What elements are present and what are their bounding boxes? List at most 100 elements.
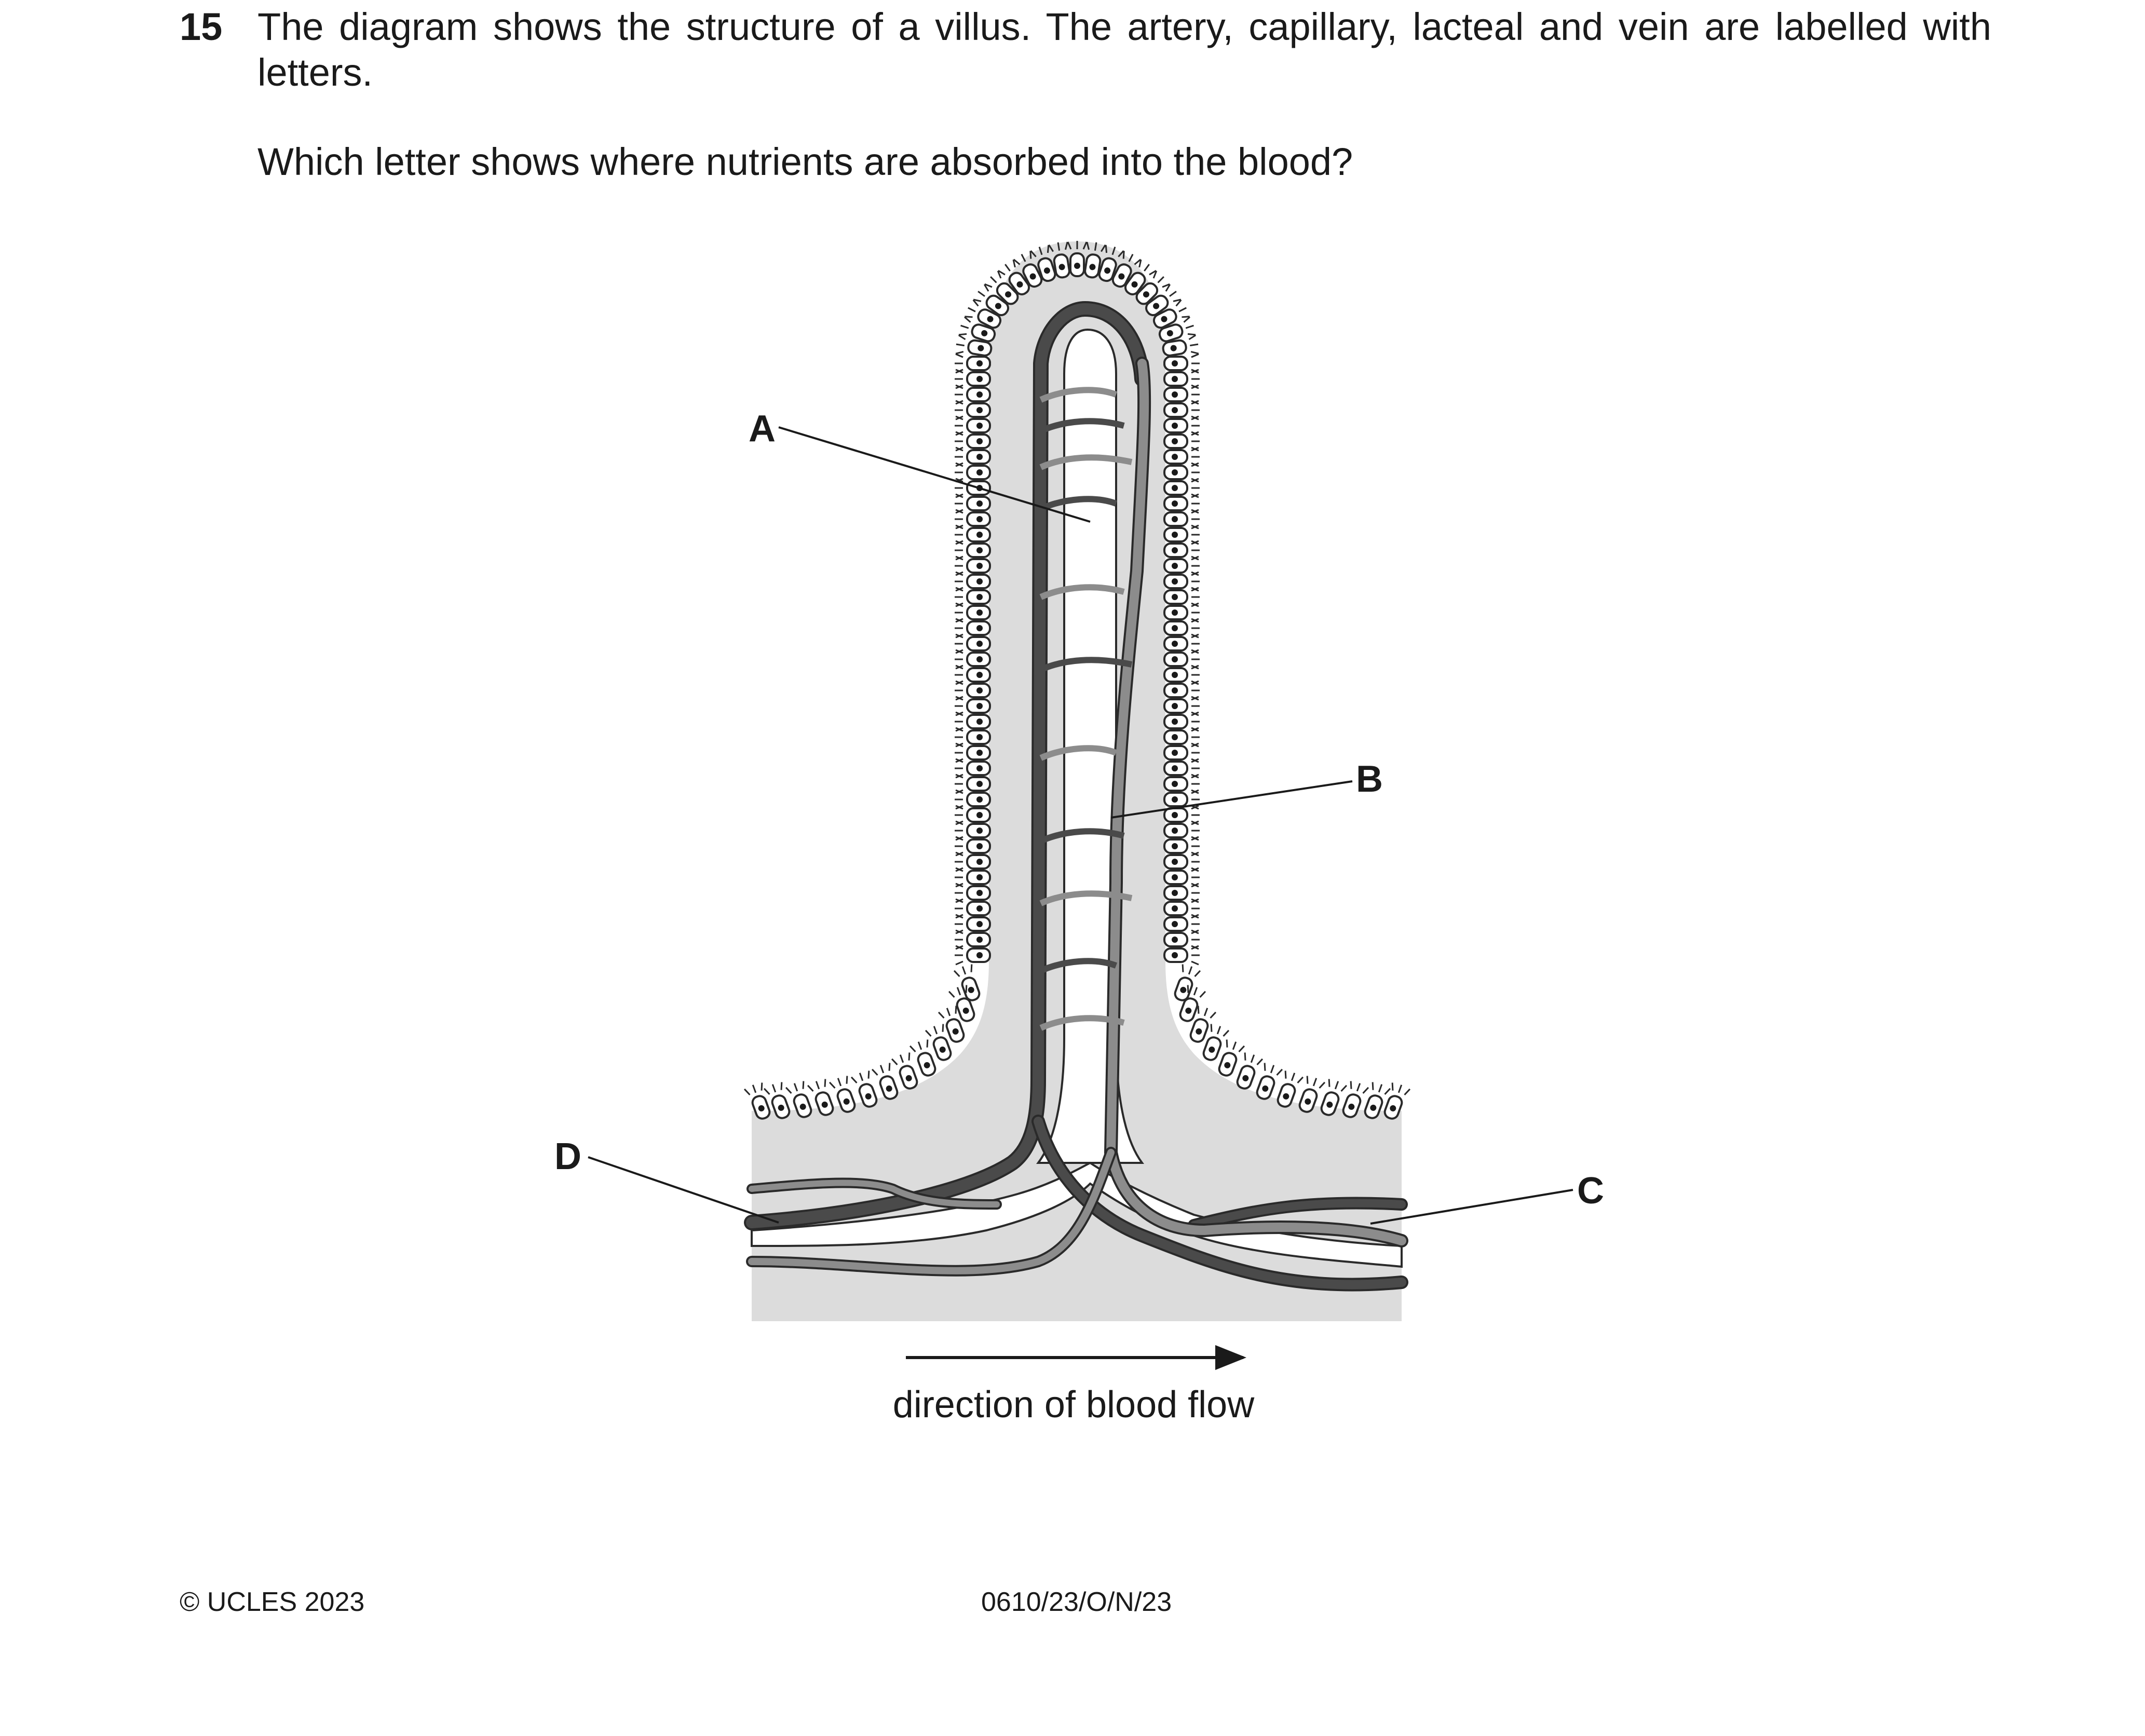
epithelial-cell <box>829 1076 856 1113</box>
epithelial-cell <box>1163 727 1200 748</box>
epithelial-cell <box>1163 353 1200 374</box>
epithelial-cell <box>955 696 991 716</box>
epithelial-cell <box>785 1081 812 1118</box>
capillary-rung <box>1039 890 1133 906</box>
epithelial-cell <box>1163 649 1200 670</box>
epithelial-cell <box>955 883 991 903</box>
epithelial-cell <box>955 851 991 872</box>
epithelial-cell <box>1364 1082 1391 1119</box>
epithelial-cell <box>955 742 991 763</box>
epithelial-cell <box>925 1024 952 1061</box>
epithelial-cell <box>1163 602 1200 623</box>
epithelial-cell <box>955 415 991 436</box>
epithelial-cell <box>973 284 1009 317</box>
epithelial-cell <box>955 400 991 421</box>
epithelial-cell <box>1048 241 1070 279</box>
capillary-rung <box>1039 958 1118 974</box>
epithelial-cell <box>1202 1024 1230 1061</box>
epithelial-cell <box>1067 241 1088 277</box>
epithelial-cell <box>1163 446 1200 467</box>
footer-paper-code: 0610/23/O/N/23 <box>981 1587 1172 1617</box>
epithelial-cell <box>1163 945 1200 966</box>
epithelial-cell <box>955 509 991 530</box>
epithelial-cell <box>871 1063 899 1100</box>
epithelial-cell <box>1163 540 1200 561</box>
label-A: A <box>749 408 776 450</box>
epithelial-cell <box>1256 1063 1283 1100</box>
epithelial-cell <box>998 259 1030 295</box>
epithelial-cell <box>1174 964 1201 1001</box>
epithelial-cell <box>955 758 991 779</box>
epithelial-cell <box>955 664 991 685</box>
epithelial-cell <box>743 1082 771 1120</box>
epithelial-cell <box>1111 251 1142 288</box>
epithelial-cell <box>1163 664 1200 685</box>
epithelial-cell <box>1030 245 1056 282</box>
epithelial-cell <box>955 571 991 592</box>
epithelial-cell <box>1163 478 1200 498</box>
epithelial-cell <box>955 446 991 467</box>
epithelial-cell <box>1124 259 1157 295</box>
epithelial-cell <box>955 587 991 607</box>
epithelial-cell <box>955 820 991 841</box>
epithelial-cell <box>955 711 991 732</box>
epithelial-cell <box>909 1039 936 1077</box>
epithelial-cell <box>955 431 991 452</box>
epithelial-cell <box>1383 1082 1411 1120</box>
epithelial-cell <box>955 369 991 389</box>
epithelial-cell <box>1163 431 1200 452</box>
epithelial-cell <box>1163 758 1200 779</box>
capillary-rung <box>1039 1015 1125 1031</box>
epithelial-cell <box>958 316 996 343</box>
epithelial-cell <box>891 1052 918 1090</box>
epithelial-cell <box>955 680 991 701</box>
epithelial-cell <box>763 1082 791 1119</box>
capillary-rung <box>1039 584 1125 600</box>
epithelial-cell <box>938 1006 965 1043</box>
epithelial-cell <box>1163 929 1200 950</box>
epithelial-cell <box>1158 316 1196 343</box>
epithelial-cell <box>1342 1081 1369 1118</box>
epithelial-cell <box>1163 696 1200 716</box>
label-leader-lines <box>588 426 1573 1225</box>
label-D: D <box>554 1136 581 1177</box>
epithelial-cell <box>1145 284 1182 317</box>
epithelial-cell <box>984 270 1019 305</box>
epithelial-cell <box>1084 241 1106 279</box>
capillary-rung <box>1039 454 1133 470</box>
capillary-rung <box>1039 745 1118 761</box>
epithelial-cell <box>1163 524 1200 545</box>
epithelial-cell <box>953 964 981 1001</box>
epithelial-cell <box>1163 587 1200 607</box>
epithelial-cell <box>955 384 991 405</box>
epithelial-cell <box>1013 251 1043 288</box>
epithelial-cell <box>1298 1076 1326 1113</box>
epithelial-cell <box>1163 400 1200 421</box>
epithelial-cell <box>1163 462 1200 483</box>
epithelium-layer <box>743 241 1411 1120</box>
epithelial-cell <box>955 633 991 654</box>
capillary-network <box>1039 387 1133 1031</box>
epithelial-cell <box>955 334 993 357</box>
epithelial-cell <box>955 555 991 576</box>
epithelial-cell <box>1163 571 1200 592</box>
epithelial-cell <box>1163 384 1200 405</box>
flow-caption: direction of blood flow <box>893 1384 1255 1426</box>
epithelial-cell <box>955 524 991 545</box>
epithelial-cell <box>955 727 991 748</box>
epithelial-cell <box>965 299 1002 329</box>
capillary-rung <box>1039 418 1125 434</box>
epithelial-cell <box>955 914 991 934</box>
epithelial-cell <box>1163 509 1200 530</box>
epithelial-cell <box>1277 1070 1304 1108</box>
epithelial-cell <box>1152 299 1190 329</box>
capillary-rung <box>1039 657 1133 673</box>
epithelial-cell <box>1163 680 1200 701</box>
epithelial-cell <box>1135 270 1170 305</box>
epithelial-cell <box>955 898 991 919</box>
epithelial-cell <box>955 493 991 514</box>
footer-copyright: © UCLES 2023 <box>180 1587 365 1617</box>
epithelial-cell <box>1098 245 1124 282</box>
epithelial-cell <box>1163 711 1200 732</box>
